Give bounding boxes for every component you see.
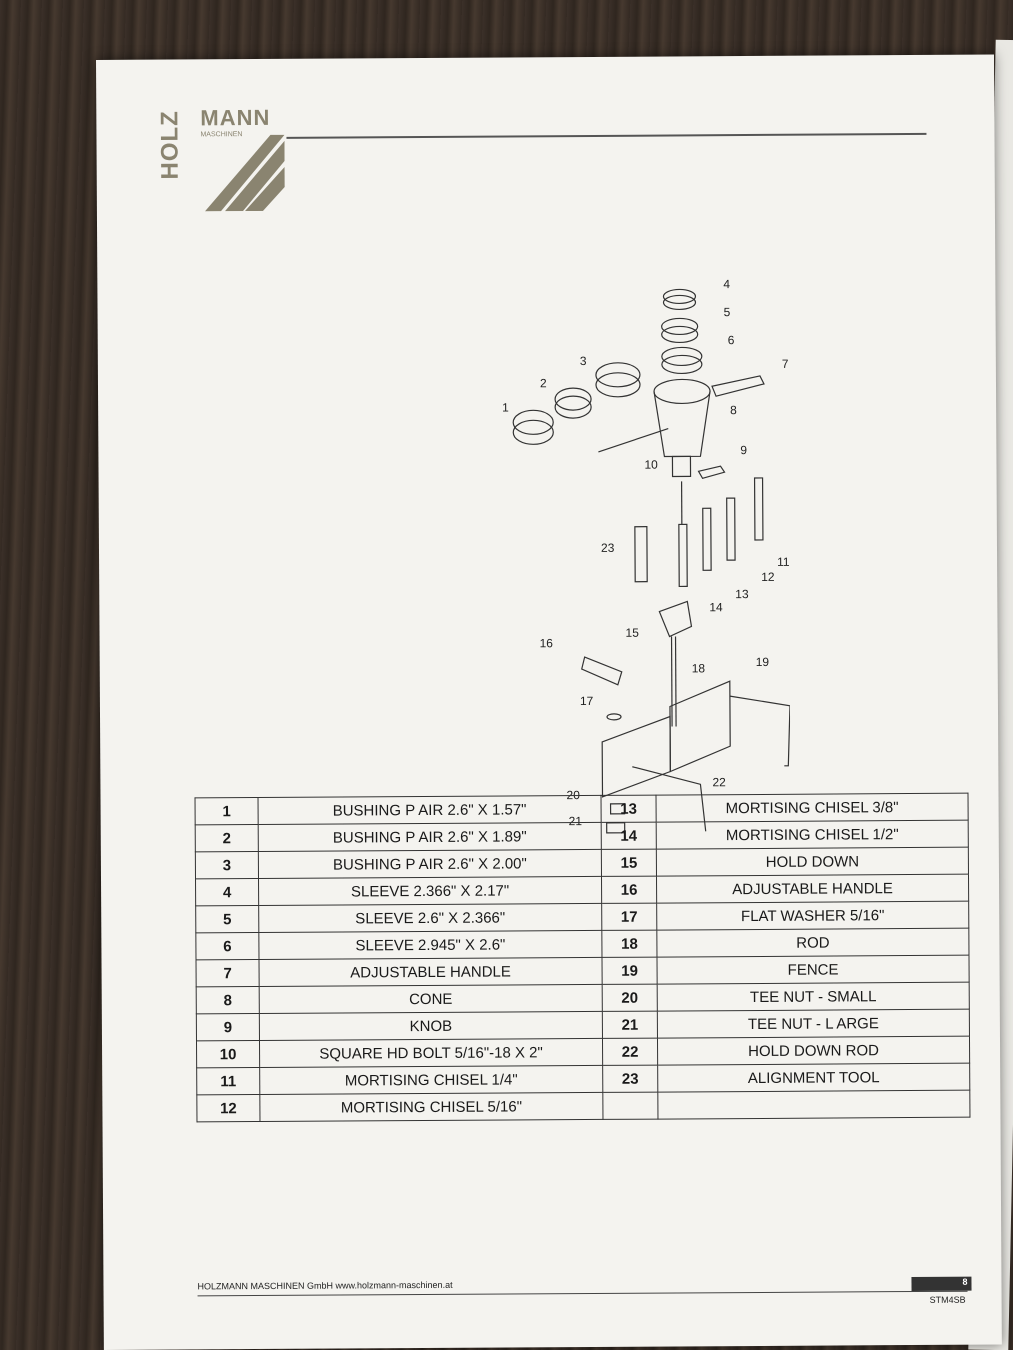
part-number: 20 bbox=[602, 984, 658, 1012]
part-description bbox=[657, 1090, 970, 1120]
part-description: TEE NUT - SMALL bbox=[657, 982, 970, 1012]
part-number: 7 bbox=[195, 959, 260, 987]
part-number: 11 bbox=[196, 1067, 260, 1095]
part-description: MORTISING CHISEL 1/4" bbox=[259, 1065, 603, 1095]
part-number: 6 bbox=[195, 932, 259, 960]
callout-2: 2 bbox=[540, 376, 547, 390]
callout-14: 14 bbox=[709, 600, 723, 614]
part-description: HOLD DOWN bbox=[656, 847, 969, 877]
part-description: FLAT WASHER 5/16" bbox=[656, 901, 969, 931]
callout-4: 4 bbox=[723, 277, 730, 291]
model-number: STM4SB bbox=[929, 1294, 966, 1305]
bushings bbox=[512, 362, 641, 445]
part-description: SLEEVE 2.366" X 2.17" bbox=[258, 876, 602, 906]
callout-10: 10 bbox=[644, 458, 658, 472]
part-number: 9 bbox=[196, 1013, 260, 1041]
part-description: MORTISING CHISEL 5/16" bbox=[259, 1092, 603, 1122]
hold-down-assembly bbox=[581, 600, 791, 834]
part-number: 18 bbox=[601, 930, 657, 958]
cone-body bbox=[598, 375, 765, 480]
part-number: 3 bbox=[195, 851, 259, 879]
part-number: 21 bbox=[602, 1011, 658, 1039]
part-description: KNOB bbox=[259, 1011, 603, 1041]
part-number: 22 bbox=[602, 1038, 658, 1066]
part-description: MORTISING CHISEL 1/2" bbox=[656, 820, 969, 850]
part-description: CONE bbox=[259, 984, 603, 1014]
callout-21: 21 bbox=[569, 814, 583, 828]
part-description: HOLD DOWN ROD bbox=[657, 1036, 970, 1066]
part-number: 14 bbox=[601, 822, 657, 850]
part-number: 5 bbox=[195, 905, 259, 933]
part-number: 8 bbox=[196, 986, 260, 1014]
part-description: MORTISING CHISEL 3/8" bbox=[656, 793, 969, 823]
part-number: 15 bbox=[601, 849, 657, 877]
part-description: ADJUSTABLE HANDLE bbox=[258, 957, 603, 987]
part-description: BUSHING P AIR 2.6" X 1.89" bbox=[258, 822, 602, 852]
part-number: 19 bbox=[601, 957, 658, 985]
part-number: 2 bbox=[195, 824, 259, 852]
page-number: 8 bbox=[911, 1276, 972, 1292]
part-number: 1 bbox=[195, 797, 259, 825]
part-description: ROD bbox=[656, 928, 969, 958]
part-number: 13 bbox=[601, 795, 657, 823]
callout-9: 9 bbox=[740, 443, 747, 457]
callout-labels: 4 5 6 3 2 1 7 8 9 10 11 12 13 14 23 15 1… bbox=[502, 277, 790, 828]
part-number: 10 bbox=[196, 1040, 260, 1068]
footer-company: HOLZMANN MASCHINEN GmbH www.holzmann-mas… bbox=[197, 1279, 453, 1292]
part-number: 23 bbox=[602, 1065, 658, 1093]
callout-15: 15 bbox=[625, 626, 639, 640]
callout-20: 20 bbox=[566, 788, 580, 802]
callout-22: 22 bbox=[712, 775, 726, 789]
callout-23: 23 bbox=[601, 541, 615, 555]
logo-wordmark: MANN bbox=[200, 104, 271, 131]
header-rule bbox=[286, 132, 927, 139]
callout-18: 18 bbox=[692, 661, 706, 675]
chisels bbox=[634, 477, 764, 588]
part-description: BUSHING P AIR 2.6" X 2.00" bbox=[258, 849, 602, 879]
manual-page: MANN MASCHINEN HOLZ bbox=[96, 54, 1002, 1350]
callout-11: 11 bbox=[777, 555, 790, 569]
part-description: FENCE bbox=[656, 955, 970, 985]
callout-13: 13 bbox=[735, 587, 749, 601]
holzmann-logo bbox=[204, 134, 285, 212]
exploded-parts-diagram: 4 5 6 3 2 1 7 8 9 10 11 12 13 14 23 15 1… bbox=[367, 206, 791, 839]
callout-17: 17 bbox=[580, 694, 594, 708]
logo-vertical-text: HOLZ bbox=[156, 110, 184, 180]
part-number: 16 bbox=[601, 876, 657, 904]
part-description: SQUARE HD BOLT 5/16"-18 X 2" bbox=[259, 1038, 603, 1068]
part-description: TEE NUT - L ARGE bbox=[657, 1009, 970, 1039]
part-number bbox=[602, 1092, 658, 1120]
part-number: 12 bbox=[196, 1094, 260, 1122]
callout-19: 19 bbox=[756, 655, 770, 669]
callout-7: 7 bbox=[782, 357, 789, 371]
part-description: SLEEVE 2.945" X 2.6" bbox=[258, 930, 602, 960]
sleeve-stack bbox=[661, 288, 703, 375]
part-description: ADJUSTABLE HANDLE bbox=[656, 874, 969, 904]
footer-rule bbox=[197, 1290, 968, 1297]
part-number: 17 bbox=[601, 903, 657, 931]
callout-5: 5 bbox=[724, 305, 731, 319]
part-description: ALIGNMENT TOOL bbox=[657, 1063, 970, 1093]
callout-8: 8 bbox=[730, 403, 737, 417]
part-description: BUSHING P AIR 2.6" X 1.57" bbox=[258, 795, 602, 825]
callout-6: 6 bbox=[728, 333, 735, 347]
callout-16: 16 bbox=[540, 636, 554, 650]
logo-subtitle: MASCHINEN bbox=[200, 131, 243, 139]
callout-12: 12 bbox=[761, 570, 775, 584]
callout-1: 1 bbox=[502, 400, 509, 414]
part-number: 4 bbox=[195, 878, 259, 906]
callout-3: 3 bbox=[580, 354, 587, 368]
part-description: SLEEVE 2.6" X 2.366" bbox=[258, 903, 602, 933]
